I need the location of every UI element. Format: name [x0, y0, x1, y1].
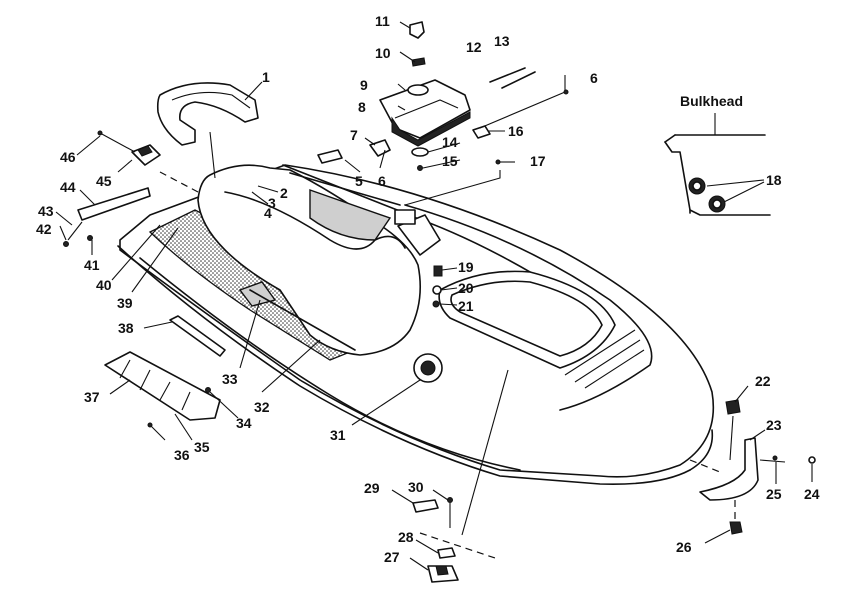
callout-12: 12 [466, 39, 482, 55]
callout-25: 25 [766, 486, 782, 502]
callout-45: 45 [96, 173, 112, 189]
callout-30: 30 [408, 479, 424, 495]
callout-7: 7 [350, 127, 358, 143]
bolt-17-head [495, 159, 501, 165]
callout-23: 23 [766, 417, 782, 433]
intake-grate [104, 351, 221, 421]
rail-44 [63, 187, 151, 247]
callout-33: 33 [222, 371, 238, 387]
callout-16: 16 [508, 123, 524, 139]
latch-parts [317, 125, 491, 171]
hatch-cover [379, 21, 471, 147]
rear-handle [156, 82, 259, 179]
callout-18: 18 [766, 172, 782, 188]
callout-11: 11 [375, 13, 390, 29]
callout-24: 24 [804, 486, 820, 502]
callout-36: 36 [174, 447, 190, 463]
callout-19: 19 [458, 259, 474, 275]
bracket-45 [97, 130, 199, 193]
drain-plug [413, 353, 443, 383]
rod-13 [501, 71, 536, 89]
bottom-parts [412, 369, 509, 583]
callout-5: 5 [355, 173, 363, 189]
rod-12 [489, 67, 526, 83]
bulkhead-label: Bulkhead [680, 93, 743, 109]
callout-10: 10 [375, 45, 391, 61]
rail-32 [249, 289, 356, 351]
callout-29: 29 [364, 480, 380, 496]
callout-17: 17 [530, 153, 546, 169]
callout-20: 20 [458, 280, 474, 296]
callout-13: 13 [494, 33, 510, 49]
seat-cowl [197, 164, 422, 356]
callout-42: 42 [36, 221, 52, 237]
callout-14: 14 [442, 134, 458, 150]
callout-38: 38 [118, 320, 134, 336]
strip-38 [169, 315, 226, 357]
callout-46: 46 [60, 149, 76, 165]
callout-3: 3 [268, 195, 276, 211]
steering-pad [394, 209, 441, 256]
callout-labels: 1 2 3 4 5 6 6 6 7 8 9 10 11 12 13 14 15 … [36, 13, 820, 565]
callout-22: 22 [755, 373, 771, 389]
callout-6b: 6 [378, 173, 386, 189]
screw-6a [563, 89, 569, 95]
callout-31: 31 [330, 427, 346, 443]
callout-43: 43 [38, 203, 54, 219]
callout-6a: 6 [590, 70, 598, 86]
callout-26: 26 [676, 539, 692, 555]
bulkhead-inset [664, 113, 771, 216]
callout-41: 41 [84, 257, 100, 273]
callout-15: 15 [442, 153, 458, 169]
callout-35: 35 [194, 439, 210, 455]
callout-2: 2 [280, 185, 288, 201]
rear-sponson [689, 399, 816, 535]
leader-6a [479, 75, 566, 129]
callout-21: 21 [458, 298, 474, 314]
hull-deck-pad [438, 270, 645, 389]
callout-4: 4 [264, 205, 272, 221]
callout-40: 40 [96, 277, 112, 293]
fasteners-19-21 [432, 265, 443, 308]
callout-37: 37 [84, 389, 100, 405]
leader-lines [55, 21, 813, 571]
callout-44: 44 [60, 179, 76, 195]
callout-1: 1 [262, 69, 270, 85]
leader-17 [404, 170, 501, 206]
callout-8: 8 [358, 99, 366, 115]
callout-34: 34 [236, 415, 252, 431]
callout-39: 39 [117, 295, 133, 311]
callout-28: 28 [398, 529, 414, 545]
callout-27: 27 [384, 549, 400, 565]
callout-32: 32 [254, 399, 270, 415]
callout-9: 9 [360, 77, 368, 93]
